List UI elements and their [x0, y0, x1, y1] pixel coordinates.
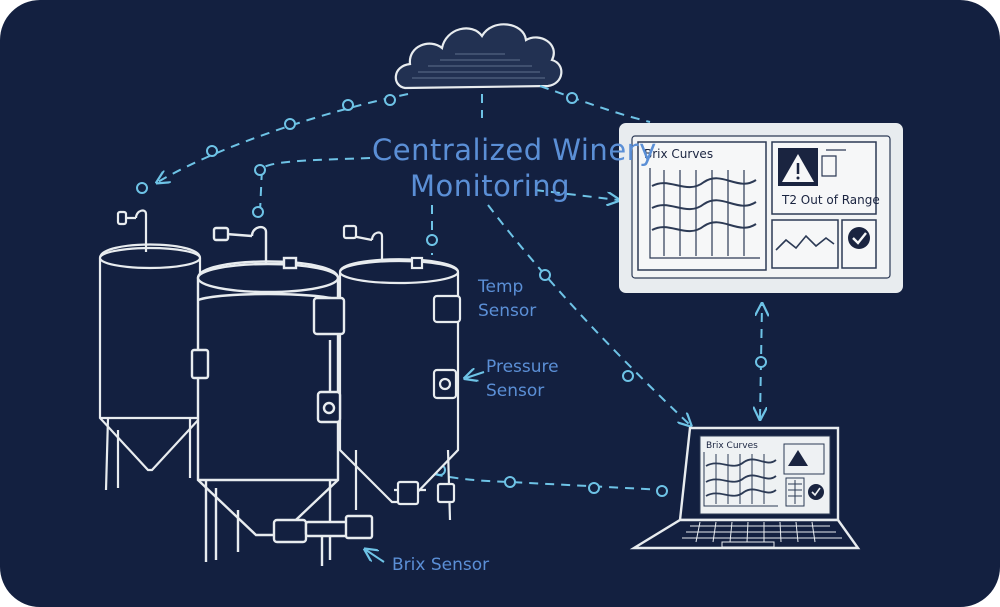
- monitor-brix-chart: [649, 168, 760, 259]
- diagram-title-line2: Monitoring: [410, 169, 570, 203]
- pressure-sensor-label-line2: Sensor: [486, 381, 544, 401]
- warning-icon: [778, 148, 818, 186]
- link-cloud-to-tank1: [158, 93, 409, 182]
- link-title-to-monitor: [534, 189, 618, 200]
- check-icon: [841, 219, 877, 269]
- temp-sensor-label-line1: Temp: [477, 277, 523, 297]
- laptop-brix-chart: [703, 452, 778, 507]
- link-cloud-to-monitor: [539, 85, 651, 123]
- link-title-to-tank2: [259, 157, 371, 213]
- monitor-icon: Brix Curves T2 Out of Range: [619, 123, 903, 293]
- alert-text: T2 Out of Range: [781, 193, 880, 207]
- laptop-icon: Brix Curves: [629, 426, 861, 550]
- tank-icon: [98, 209, 202, 491]
- cloud-icon: [394, 23, 563, 90]
- temp-sensor-label-line2: Sensor: [478, 301, 536, 321]
- link-title-to-laptop: [487, 204, 690, 425]
- laptop-chart-title: Brix Curves: [706, 441, 758, 451]
- tank-icon: [338, 224, 462, 521]
- diagram-title-line1: Centralized Winery: [372, 133, 657, 167]
- tank-icon: [190, 225, 374, 566]
- monitor-chart-title: Brix Curves: [644, 147, 713, 161]
- brix-sensor-label: Brix Sensor: [392, 555, 489, 575]
- pressure-sensor-label-line1: Pressure: [486, 357, 559, 377]
